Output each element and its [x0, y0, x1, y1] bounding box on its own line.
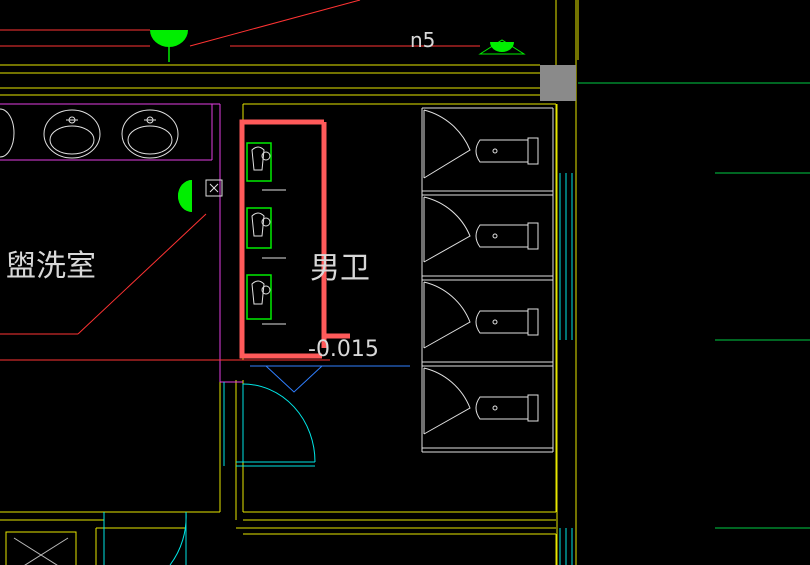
washroom-label: 盥洗室 — [6, 249, 96, 284]
right-grid-lines — [578, 82, 810, 529]
urinal-icon — [246, 142, 286, 191]
shaft-box — [5, 531, 77, 565]
toilet-stalls — [421, 107, 554, 453]
urinal-group — [246, 142, 286, 325]
highlight-rectangle — [239, 119, 350, 359]
ceiling-lamp-icon — [150, 30, 188, 62]
toilet-icon — [475, 308, 539, 336]
elevation-marker-icon — [250, 365, 410, 393]
column-block — [540, 65, 576, 101]
elevation-label: -0.015 — [308, 337, 379, 362]
window-lines — [559, 173, 573, 565]
wall-lamp-icon — [478, 39, 526, 55]
toilet-icon — [475, 394, 539, 422]
toilet-icon — [475, 222, 539, 250]
door-swing-icon — [103, 382, 316, 565]
top-mark-label: n5 — [410, 28, 435, 52]
toilet-group — [475, 137, 539, 422]
washroom-pipes — [0, 213, 330, 361]
washbasin-icon — [0, 108, 179, 159]
floor-drain-icon — [178, 179, 223, 212]
toilet-icon — [475, 137, 539, 165]
washroom-outline — [0, 103, 243, 383]
top-pipe-lines — [0, 0, 480, 47]
urinal-icon — [246, 207, 286, 259]
urinal-icon — [246, 274, 286, 325]
mens-toilet-label: 男卫 — [310, 251, 370, 286]
